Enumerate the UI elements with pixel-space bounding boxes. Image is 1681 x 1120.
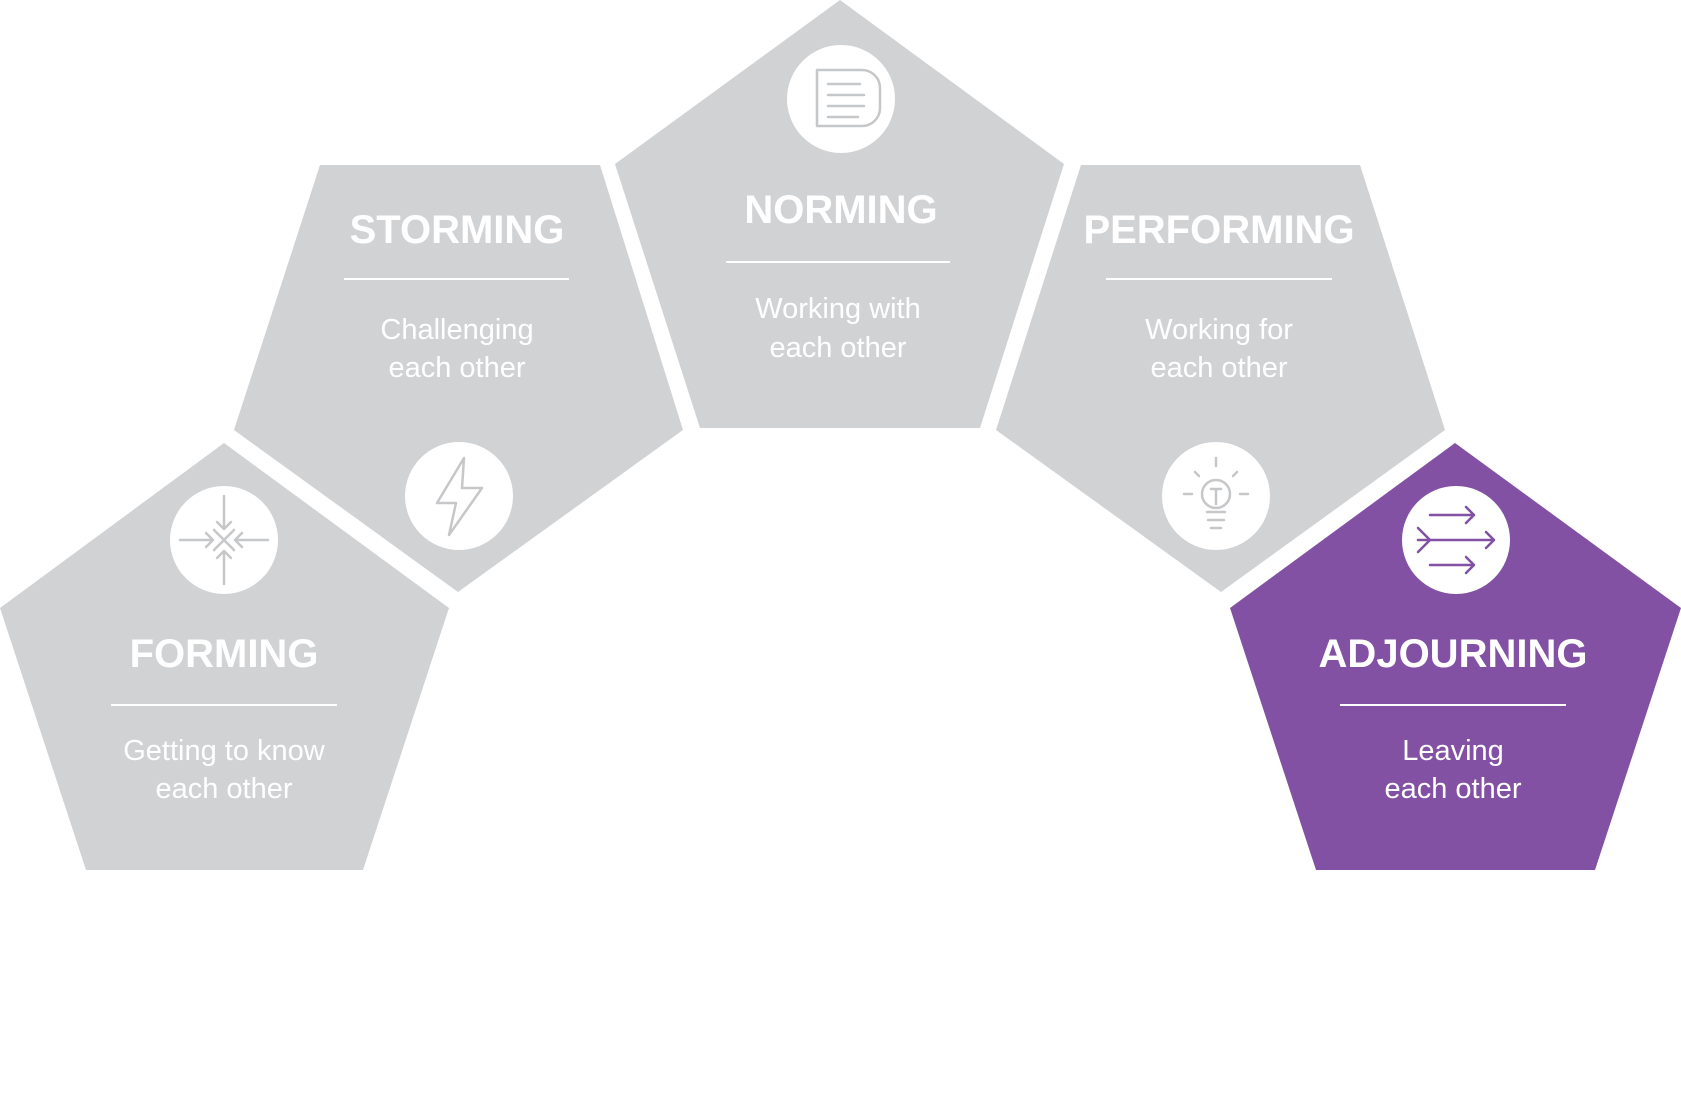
stage-adjourning: ADJOURNING Leaving each other [1230,443,1681,870]
document-lines-icon [787,45,895,153]
performing-pentagon [996,165,1445,592]
stage-norming: NORMING Working with each other [615,0,1064,428]
norming-desc-line1: Working with [755,293,920,325]
forming-desc-line1: Getting to know [123,735,326,767]
arrows-inward-icon [170,486,278,594]
storming-desc-line2: each other [388,352,525,384]
performing-desc-line1: Working for [1145,314,1293,346]
norming-title: NORMING [744,188,937,232]
norming-desc-line2: each other [769,332,906,364]
lightning-bolt-icon [405,442,513,550]
stage-performing: PERFORMING Working for each other [996,165,1445,592]
stage-storming: STORMING Challenging each other [234,165,683,592]
forming-title: FORMING [130,632,319,676]
storming-desc-line1: Challenging [380,314,533,346]
arrows-outward-icon [1402,486,1510,594]
storming-title: STORMING [350,208,565,252]
adjourning-desc-line1: Leaving [1402,735,1504,767]
forming-pentagon [0,443,449,870]
adjourning-pentagon [1230,443,1681,870]
norming-pentagon [615,0,1064,428]
lightbulb-icon [1162,442,1270,550]
performing-title: PERFORMING [1083,208,1354,252]
stage-forming: FORMING Getting to know each other [0,443,449,870]
performing-desc-line2: each other [1150,352,1287,384]
forming-desc-line2: each other [155,773,292,805]
storming-pentagon [234,165,683,592]
adjourning-title: ADJOURNING [1319,632,1588,676]
adjourning-desc-line2: each other [1384,773,1521,805]
